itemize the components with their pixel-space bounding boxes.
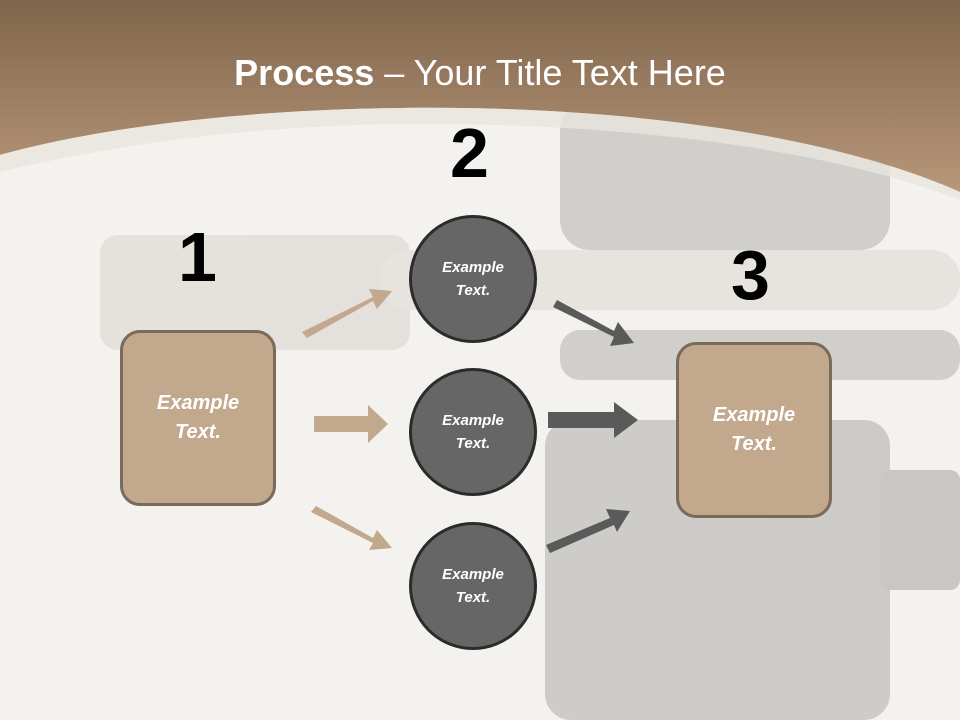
node-top-label: Example Text. bbox=[442, 259, 504, 299]
node-bottom-label: Example Text. bbox=[442, 566, 504, 606]
step-1-box[interactable]: Example Text. bbox=[120, 330, 276, 506]
arrow-middle-to-3 bbox=[548, 402, 638, 438]
arrow-bottom-to-3 bbox=[546, 509, 630, 553]
step-number-2: 2 bbox=[450, 114, 489, 192]
step-number-3: 3 bbox=[731, 236, 770, 314]
title-bold: Process bbox=[234, 52, 375, 93]
step-number-1: 1 bbox=[178, 218, 217, 296]
arrow-top-to-3 bbox=[553, 300, 634, 346]
node-middle[interactable]: Example Text. bbox=[409, 368, 537, 496]
page-title: Process – Your Title Text Here bbox=[0, 52, 960, 94]
header-swoosh bbox=[0, 107, 960, 200]
step-3-label: Example Text. bbox=[712, 404, 796, 455]
step-1-label: Example Text. bbox=[156, 392, 240, 443]
header-band bbox=[0, 0, 960, 192]
arrow-1-to-bottom bbox=[311, 506, 392, 550]
node-middle-label: Example Text. bbox=[442, 412, 504, 452]
node-top[interactable]: Example Text. bbox=[409, 215, 537, 343]
title-rest: – Your Title Text Here bbox=[374, 52, 726, 93]
arrow-1-to-middle bbox=[314, 405, 388, 443]
arrow-1-to-top bbox=[302, 289, 392, 338]
step-3-box[interactable]: Example Text. bbox=[676, 342, 832, 518]
node-bottom[interactable]: Example Text. bbox=[409, 522, 537, 650]
